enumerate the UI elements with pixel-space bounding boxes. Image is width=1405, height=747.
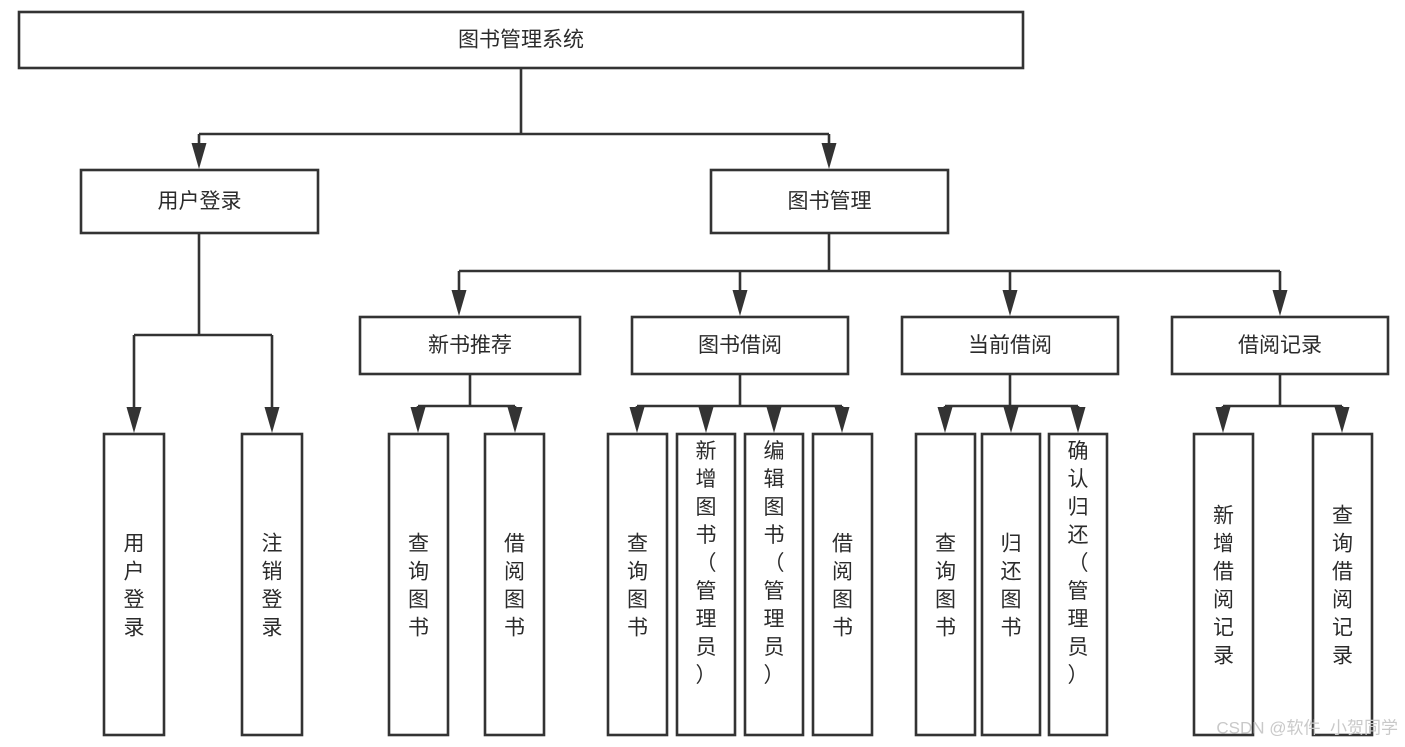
node-leaf-bb-query[interactable]: 查询图书 xyxy=(606,432,669,737)
connector-root xyxy=(191,68,837,169)
node-box[interactable] xyxy=(709,168,950,235)
node-borrow-record[interactable]: 借阅记录 xyxy=(1170,315,1390,376)
node-leaf-br-add[interactable]: 新增借阅记录 xyxy=(1192,432,1255,737)
node-leaf-rec-borrow[interactable]: 借阅图书 xyxy=(483,432,546,737)
arrow-head-icon xyxy=(821,143,837,169)
node-label: 借阅图书 xyxy=(504,532,525,639)
connector-book-borrow xyxy=(629,374,850,433)
node-label: 编辑图书（管理员） xyxy=(764,440,785,687)
node-label: 新增借阅记录 xyxy=(1213,504,1234,667)
node-book-manage[interactable]: 图书管理 xyxy=(709,168,950,235)
node-box[interactable] xyxy=(1047,432,1109,737)
node-box[interactable] xyxy=(743,432,805,737)
node-leaf-bb-add[interactable]: 新增图书（管理员） xyxy=(675,432,737,737)
node-leaf-user-login[interactable]: 用户登录 xyxy=(102,432,166,737)
node-leaf-rec-query[interactable]: 查询图书 xyxy=(387,432,450,737)
node-label: 借阅图书 xyxy=(832,532,853,639)
node-leaf-bb-borrow[interactable]: 借阅图书 xyxy=(811,432,874,737)
connector-user-login xyxy=(126,233,280,433)
connector-borrow-record xyxy=(1215,374,1350,433)
node-label: 新书推荐 xyxy=(428,334,512,357)
arrow-head-icon xyxy=(1334,407,1350,433)
node-box[interactable] xyxy=(483,432,546,737)
node-label: 用户登录 xyxy=(158,190,242,213)
node-box[interactable] xyxy=(1192,432,1255,737)
connector-new-book-rec xyxy=(410,374,523,433)
arrow-head-icon xyxy=(698,407,714,433)
arrow-head-icon xyxy=(126,407,142,433)
node-user-login[interactable]: 用户登录 xyxy=(79,168,320,235)
node-label: 图书借阅 xyxy=(698,334,782,357)
node-leaf-br-query[interactable]: 查询借阅记录 xyxy=(1311,432,1374,737)
node-label: 图书管理 xyxy=(788,190,872,213)
node-box[interactable] xyxy=(606,432,669,737)
arrow-head-icon xyxy=(1215,407,1231,433)
arrow-head-icon xyxy=(766,407,782,433)
node-current-borrow[interactable]: 当前借阅 xyxy=(900,315,1120,376)
node-box[interactable] xyxy=(387,432,450,737)
node-new-book-rec[interactable]: 新书推荐 xyxy=(358,315,582,376)
connector-book-manage xyxy=(451,233,1288,316)
node-box[interactable] xyxy=(811,432,874,737)
node-label: 当前借阅 xyxy=(968,334,1052,357)
arrow-head-icon xyxy=(451,290,467,316)
node-label: 查询借阅记录 xyxy=(1332,504,1353,667)
arrow-head-icon xyxy=(1272,290,1288,316)
arrow-head-icon xyxy=(191,143,207,169)
node-label: 查询图书 xyxy=(935,532,956,639)
node-box[interactable] xyxy=(900,315,1120,376)
node-label: 用户登录 xyxy=(124,532,145,639)
node-label: 借阅记录 xyxy=(1238,334,1322,357)
arrow-head-icon xyxy=(732,290,748,316)
connector-current-borrow xyxy=(937,374,1086,433)
arrow-head-icon xyxy=(629,407,645,433)
arrow-head-icon xyxy=(834,407,850,433)
node-leaf-user-logout[interactable]: 注销登录 xyxy=(240,432,304,737)
watermark-label: CSDN @软件_小贺同学 xyxy=(1216,718,1398,737)
node-leaf-cb-confirm[interactable]: 确认归还（管理员） xyxy=(1047,432,1109,737)
node-box[interactable] xyxy=(240,432,304,737)
node-label: 查询图书 xyxy=(627,532,648,639)
arrow-head-icon xyxy=(507,407,523,433)
node-label: 确认归还（管理员） xyxy=(1068,440,1089,687)
node-root[interactable]: 图书管理系统 xyxy=(17,10,1025,70)
nodes-layer: 图书管理系统用户登录图书管理新书推荐图书借阅当前借阅借阅记录用户登录注销登录查询… xyxy=(17,10,1390,737)
node-label: 查询图书 xyxy=(408,532,429,639)
arrow-head-icon xyxy=(410,407,426,433)
node-box[interactable] xyxy=(358,315,582,376)
arrow-head-icon xyxy=(1070,407,1086,433)
node-box[interactable] xyxy=(1170,315,1390,376)
node-box[interactable] xyxy=(17,10,1025,70)
node-box[interactable] xyxy=(914,432,977,737)
node-box[interactable] xyxy=(980,432,1042,737)
node-box[interactable] xyxy=(79,168,320,235)
node-box[interactable] xyxy=(102,432,166,737)
arrow-head-icon xyxy=(1002,290,1018,316)
node-box[interactable] xyxy=(675,432,737,737)
node-label: 注销登录 xyxy=(262,532,283,639)
node-label: 图书管理系统 xyxy=(458,29,584,52)
arrow-head-icon xyxy=(937,407,953,433)
node-label: 新增图书（管理员） xyxy=(696,440,717,687)
arrow-head-icon xyxy=(1003,407,1019,433)
node-leaf-bb-edit[interactable]: 编辑图书（管理员） xyxy=(743,432,805,737)
node-box[interactable] xyxy=(1311,432,1374,737)
edges-layer xyxy=(126,68,1350,433)
node-box[interactable] xyxy=(630,315,850,376)
node-leaf-cb-query[interactable]: 查询图书 xyxy=(914,432,977,737)
node-label: 归还图书 xyxy=(1001,532,1022,639)
node-leaf-cb-return[interactable]: 归还图书 xyxy=(980,432,1042,737)
arrow-head-icon xyxy=(264,407,280,433)
node-book-borrow[interactable]: 图书借阅 xyxy=(630,315,850,376)
